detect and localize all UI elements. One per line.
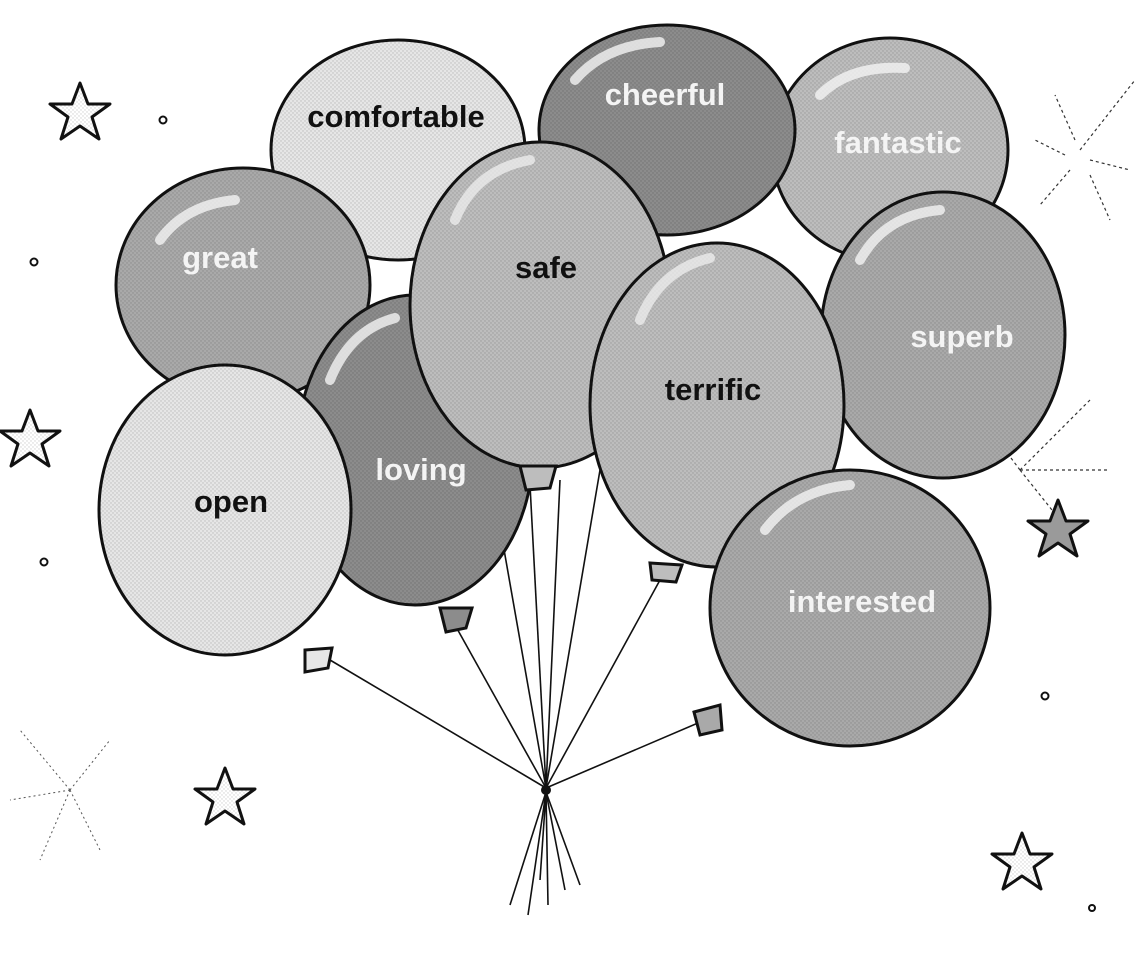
sparkle-burst-top-right (1034, 79, 1136, 221)
balloon-great: great (114, 166, 372, 404)
star-icon (990, 831, 1054, 891)
balloon-interested: interested (692, 468, 992, 748)
string-knot (541, 785, 551, 795)
balloon-superb: superb (819, 190, 1067, 480)
balloon-label: superb (910, 319, 1013, 354)
balloon-label: fantastic (834, 125, 961, 160)
balloon-label: safe (515, 250, 577, 285)
balloon-label: loving (375, 452, 466, 487)
star-icon (1026, 498, 1090, 558)
sparkle-burst-bottom-left (9, 729, 111, 861)
balloon-label: interested (788, 584, 936, 619)
star-icon (48, 81, 112, 141)
balloon-label: terrific (665, 372, 761, 407)
confetti-dots (29, 110, 1096, 912)
balloon-label: comfortable (307, 99, 484, 134)
balloon-open: open (97, 363, 353, 674)
balloon-label: open (194, 484, 268, 519)
balloon-label: great (182, 240, 258, 275)
balloon-label: cheerful (605, 77, 726, 112)
balloon-terrific: terrific (588, 241, 846, 584)
star-icon (193, 766, 257, 826)
star-icon (0, 408, 62, 468)
